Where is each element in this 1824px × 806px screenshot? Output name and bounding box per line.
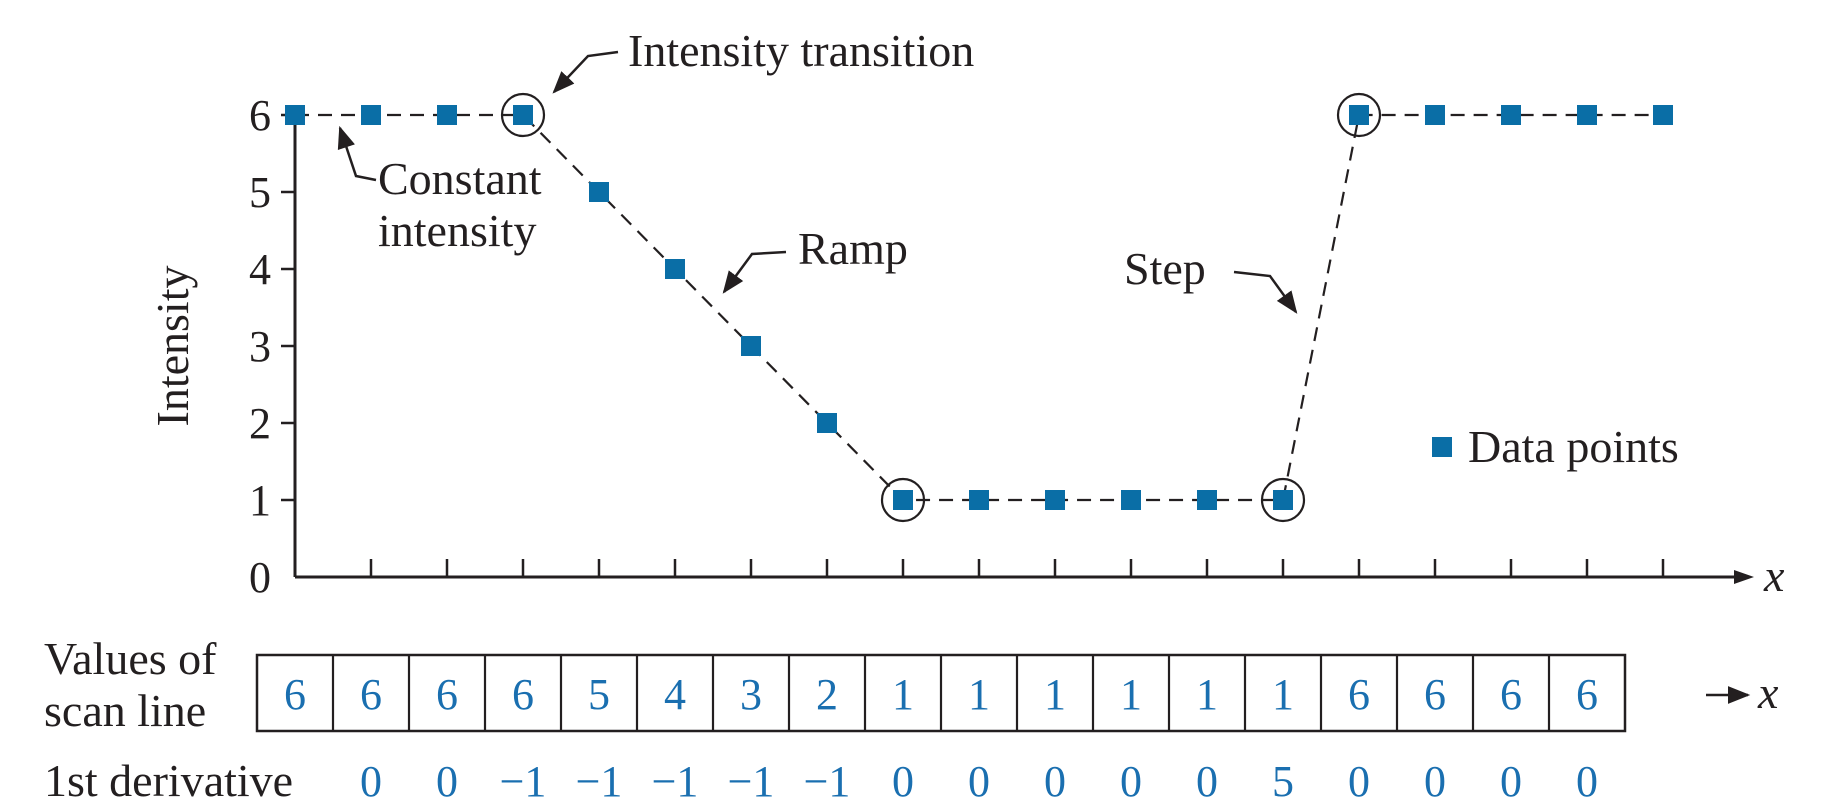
derivative-label: 1st derivative bbox=[44, 755, 293, 806]
derivative-value: −1 bbox=[500, 757, 547, 806]
data-point bbox=[513, 105, 533, 125]
legend-label: Data points bbox=[1468, 421, 1679, 472]
legend: Data points bbox=[1432, 421, 1679, 472]
scan-line-table: Values of scan line 6 6 6 6 5 4 3 2 1 1 1 1 1 1 6 6 6 6 x bbox=[44, 633, 1779, 736]
table-cell-value: 1 bbox=[892, 670, 914, 719]
data-point bbox=[1501, 105, 1521, 125]
data-points bbox=[285, 105, 1673, 510]
data-point bbox=[1653, 105, 1673, 125]
table-cell-value: 1 bbox=[968, 670, 990, 719]
transition-circles bbox=[500, 92, 1382, 523]
data-point bbox=[589, 182, 609, 202]
y-tick-label: 3 bbox=[249, 322, 271, 371]
data-point bbox=[1045, 490, 1065, 510]
data-point bbox=[969, 490, 989, 510]
y-tick-label: 1 bbox=[249, 476, 271, 525]
table-cell-value: 3 bbox=[740, 670, 762, 719]
data-point bbox=[1197, 490, 1217, 510]
derivative-value: 0 bbox=[1500, 757, 1522, 806]
y-axis-label: Intensity bbox=[147, 266, 198, 427]
data-point bbox=[1425, 105, 1445, 125]
y-ticks: 0 1 2 3 4 5 6 bbox=[249, 91, 295, 602]
annotation-constant-line1: Constant bbox=[378, 153, 542, 204]
derivative-value: 0 bbox=[968, 757, 990, 806]
data-point bbox=[437, 105, 457, 125]
data-point bbox=[1577, 105, 1597, 125]
table-row-label-line2: scan line bbox=[44, 685, 206, 736]
annotation-constant-line2: intensity bbox=[378, 205, 536, 256]
table-row-label-line1: Values of bbox=[44, 633, 217, 684]
table-cell-value: 6 bbox=[1576, 670, 1598, 719]
data-point bbox=[665, 259, 685, 279]
table-cell-value: 4 bbox=[664, 670, 686, 719]
derivative-value: 0 bbox=[1576, 757, 1598, 806]
y-tick-label: 4 bbox=[249, 245, 271, 294]
derivative-value: 0 bbox=[360, 757, 382, 806]
transition-circle bbox=[1260, 477, 1306, 523]
derivative-value: 0 bbox=[892, 757, 914, 806]
table-cell-value: 6 bbox=[1500, 670, 1522, 719]
derivative-value: 0 bbox=[1424, 757, 1446, 806]
data-point bbox=[1273, 490, 1293, 510]
annotation-constant-arrow bbox=[337, 125, 377, 182]
table-arrow-label: x bbox=[1757, 667, 1779, 718]
table-cell-value: 1 bbox=[1196, 670, 1218, 719]
data-point bbox=[1121, 490, 1141, 510]
axes: x Intensity bbox=[147, 107, 1785, 601]
transition-circle bbox=[1336, 92, 1382, 138]
table-cell-value: 1 bbox=[1272, 670, 1294, 719]
annotation-ramp: Ramp bbox=[798, 223, 908, 274]
data-point bbox=[893, 490, 913, 510]
annotation-intensity-transition: Intensity transition bbox=[628, 25, 974, 76]
derivative-value: −1 bbox=[652, 757, 699, 806]
x-axis-label: x bbox=[1763, 550, 1785, 601]
table-cells: 6 6 6 6 5 4 3 2 1 1 1 1 1 1 6 6 6 6 bbox=[255, 653, 1627, 733]
derivative-value: 0 bbox=[1196, 757, 1218, 806]
y-tick-label: 5 bbox=[249, 168, 271, 217]
data-point bbox=[817, 413, 837, 433]
derivative-value: −1 bbox=[576, 757, 623, 806]
y-tick-label: 6 bbox=[249, 91, 271, 140]
table-cell-value: 6 bbox=[284, 670, 306, 719]
annotation-step-arrow bbox=[1233, 270, 1298, 314]
table-cell-value: 1 bbox=[1044, 670, 1066, 719]
annotation-step: Step bbox=[1124, 243, 1206, 294]
transition-circle bbox=[500, 92, 546, 138]
table-cell-value: 6 bbox=[1424, 670, 1446, 719]
x-ticks bbox=[369, 559, 1665, 577]
data-point bbox=[1349, 105, 1369, 125]
derivative-value: −1 bbox=[728, 757, 775, 806]
derivative-value: 0 bbox=[1044, 757, 1066, 806]
legend-marker bbox=[1432, 437, 1452, 457]
derivative-value: 0 bbox=[1348, 757, 1370, 806]
x-axis-arrow bbox=[1734, 570, 1754, 584]
y-tick-label: 0 bbox=[249, 553, 271, 602]
y-tick-label: 2 bbox=[249, 399, 271, 448]
table-cell-value: 6 bbox=[436, 670, 458, 719]
annotation-ramp-arrow bbox=[722, 250, 787, 294]
derivative-value: 0 bbox=[436, 757, 458, 806]
transition-circle bbox=[880, 477, 926, 523]
table-cell-value: 1 bbox=[1120, 670, 1142, 719]
data-point bbox=[285, 105, 305, 125]
derivative-value: 0 bbox=[1120, 757, 1142, 806]
annotation-intensity-transition-arrow bbox=[552, 50, 619, 94]
derivative-value: −1 bbox=[804, 757, 851, 806]
table-cell-value: 6 bbox=[1348, 670, 1370, 719]
derivative-row: 1st derivative 0 0 −1 −1 −1 −1 −1 0 0 0 0 0 5 0 0 0 0 bbox=[44, 755, 1598, 806]
table-cell-value: 6 bbox=[360, 670, 382, 719]
table-cell-value: 6 bbox=[512, 670, 534, 719]
table-cell-value: 5 bbox=[588, 670, 610, 719]
data-point bbox=[361, 105, 381, 125]
derivative-values: 0 0 −1 −1 −1 −1 −1 0 0 0 0 0 5 0 0 0 0 bbox=[360, 757, 1598, 806]
derivative-value: 5 bbox=[1272, 757, 1294, 806]
annotations: Intensity transition Constant intensity … bbox=[337, 25, 1298, 314]
data-point bbox=[741, 336, 761, 356]
table-cell-value: 2 bbox=[816, 670, 838, 719]
